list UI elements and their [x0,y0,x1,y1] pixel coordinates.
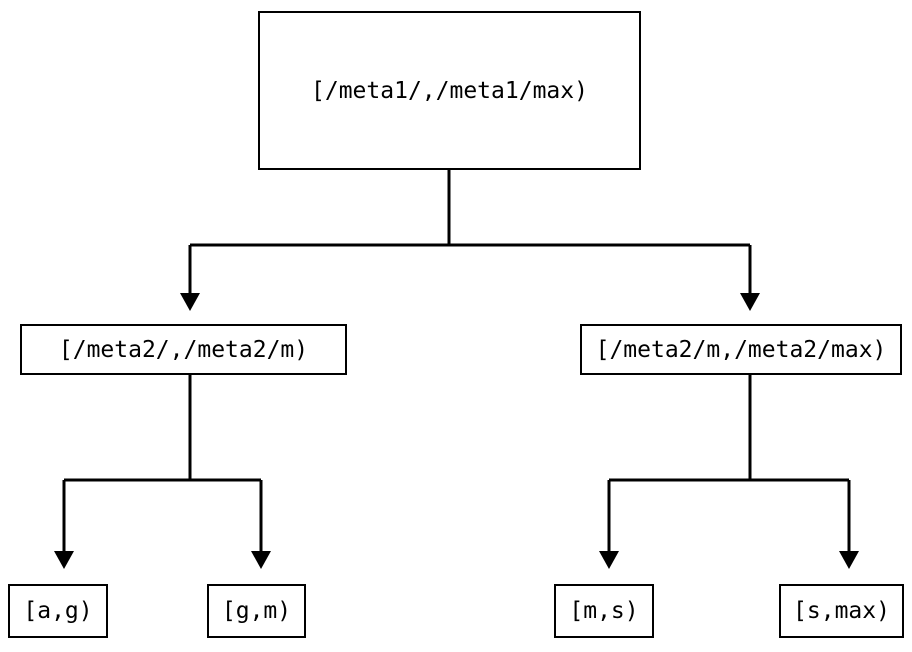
node-root-label: [/meta1/,/meta1/max) [311,77,588,104]
node-mid-right-label: [/meta2/m,/meta2/max) [595,336,887,363]
node-mid-left[interactable]: [/meta2/,/meta2/m) [20,324,347,375]
arrowhead-to-leaf-1 [54,551,74,569]
node-leaf-g-m[interactable]: [g,m) [207,584,306,638]
node-leaf-s-max-label: [s,max) [793,598,890,624]
node-mid-right[interactable]: [/meta2/m,/meta2/max) [580,324,902,375]
node-leaf-m-s-label: [m,s) [569,598,639,624]
arrowhead-to-leaf-4 [839,551,859,569]
node-leaf-a-g[interactable]: [a,g) [8,584,108,638]
node-leaf-s-max[interactable]: [s,max) [779,584,904,638]
node-leaf-a-g-label: [a,g) [23,598,93,624]
node-mid-left-label: [/meta2/,/meta2/m) [58,336,309,363]
node-leaf-g-m-label: [g,m) [221,598,292,624]
arrowhead-to-leaf-2 [251,551,271,569]
node-leaf-m-s[interactable]: [m,s) [554,584,654,638]
arrowhead-to-mid-left [180,293,200,311]
node-root[interactable]: [/meta1/,/meta1/max) [258,11,641,170]
arrowhead-to-mid-right [740,293,760,311]
arrowhead-to-leaf-3 [599,551,619,569]
